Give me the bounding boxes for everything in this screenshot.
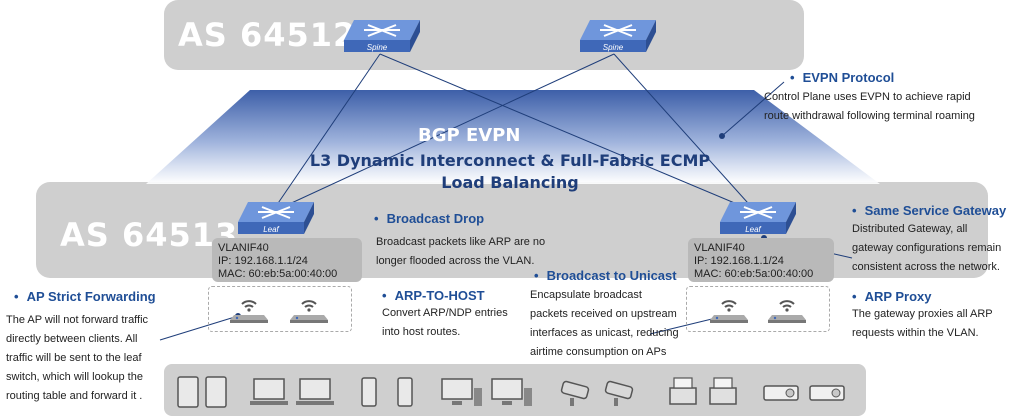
evpn-protocol-text: Control Plane uses EVPN to achieve rapid… bbox=[764, 91, 975, 122]
spine-switch-2: Spine bbox=[580, 20, 656, 52]
phone-icon bbox=[361, 377, 413, 407]
vlanif-name: VLANIF40 bbox=[694, 242, 745, 254]
access-point-icon bbox=[710, 300, 748, 323]
projector-icon bbox=[763, 385, 845, 401]
broadcast-drop-heading: •Broadcast Drop bbox=[374, 211, 485, 226]
access-point-icon bbox=[290, 300, 328, 323]
switch-icon bbox=[344, 20, 420, 52]
fabric-subtitle-line2: Load Balancing bbox=[441, 173, 579, 192]
vlanif-ip: IP: 192.168.1.1/24 bbox=[694, 255, 784, 267]
spine-label-2: Spine bbox=[603, 43, 624, 52]
vlanif-info-left: VLANIF40 IP: 192.168.1.1/24 MAC: 60:eb:5… bbox=[212, 238, 362, 282]
camera-icon bbox=[560, 380, 634, 406]
tablet-icon bbox=[177, 376, 227, 408]
desktop-icon bbox=[441, 378, 532, 406]
bgp-evpn-title: BGP EVPN bbox=[418, 125, 521, 146]
fabric-subtitle: L3 Dynamic Interconnect & Full-Fabric EC… bbox=[300, 150, 720, 194]
spine-label-1: Spine bbox=[367, 43, 388, 52]
same-service-gateway-text: Distributed Gateway, all gateway configu… bbox=[852, 223, 1002, 273]
switch-icon bbox=[580, 20, 656, 52]
switch-icon bbox=[238, 202, 314, 234]
access-point-icon bbox=[230, 300, 268, 323]
leaf-label-2: Leaf bbox=[745, 225, 761, 234]
same-service-gateway-heading: •Same Service Gateway bbox=[852, 203, 1007, 218]
broadcast-drop-text: Broadcast packets like ARP are no longer… bbox=[376, 236, 546, 267]
broadcast-to-unicast-text: Encapsulate broadcast packets received o… bbox=[530, 289, 679, 358]
evpn-protocol-heading: •EVPN Protocol bbox=[790, 70, 895, 85]
vlanif-info-right: VLANIF40 IP: 192.168.1.1/24 MAC: 60:eb:5… bbox=[688, 238, 834, 282]
ap-strict-forwarding-heading: •AP Strict Forwarding bbox=[14, 289, 156, 304]
vlanif-mac: MAC: 60:eb:5a:00:40:00 bbox=[694, 268, 814, 280]
vlanif-mac: MAC: 60:eb:5a:00:40:00 bbox=[218, 268, 338, 280]
as-64512-label: AS 64512 bbox=[178, 16, 357, 54]
arp-to-host-heading: •ARP-TO-HOST bbox=[382, 288, 485, 303]
ap-group-right bbox=[686, 286, 830, 332]
arp-to-host-text: Convert ARP/NDP entries into host routes… bbox=[382, 307, 508, 338]
arp-proxy-text: The gateway proxies all ARP requests wit… bbox=[852, 308, 993, 339]
ap-group-left bbox=[208, 286, 352, 332]
fabric-subtitle-line1: L3 Dynamic Interconnect & Full-Fabric EC… bbox=[309, 151, 711, 170]
vlanif-ip: IP: 192.168.1.1/24 bbox=[218, 255, 308, 267]
printer-icon bbox=[669, 377, 737, 405]
spine-switch-1: Spine bbox=[344, 20, 420, 52]
vlanif-name: VLANIF40 bbox=[218, 242, 269, 254]
leaf-switch-2: Leaf bbox=[720, 202, 796, 234]
leaf-label-1: Leaf bbox=[263, 225, 279, 234]
laptop-icon bbox=[250, 378, 334, 405]
as-64513-label: AS 64513 bbox=[60, 216, 239, 254]
switch-icon bbox=[720, 202, 796, 234]
leaf-switch-1: Leaf bbox=[238, 202, 314, 234]
broadcast-to-unicast-heading: •Broadcast to Unicast bbox=[534, 268, 677, 283]
ap-strict-forwarding-text: The AP will not forward traffic directly… bbox=[6, 314, 149, 402]
access-point-icon bbox=[768, 300, 806, 323]
as-64512-area bbox=[164, 0, 804, 70]
arp-proxy-heading: •ARP Proxy bbox=[852, 289, 932, 304]
